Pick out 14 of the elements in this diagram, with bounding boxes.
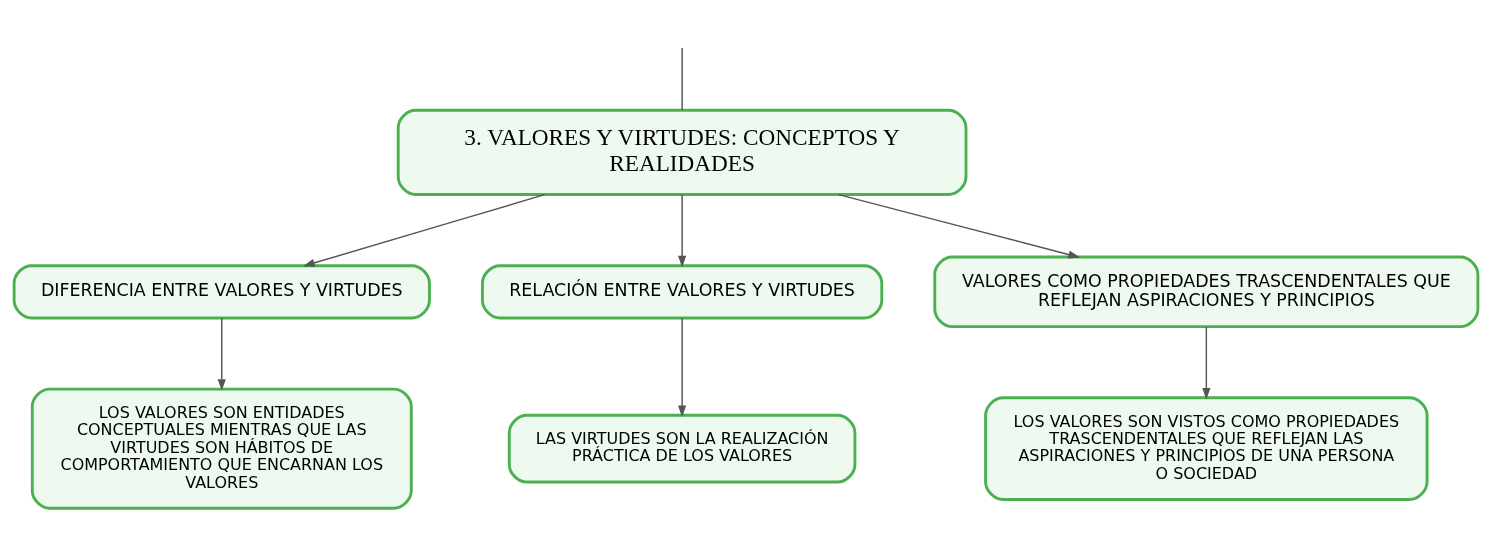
arrow xyxy=(303,193,546,267)
node-box: LOS VALORES SON ENTIDADES CONCEPTUALES MIENTRAS QUE LAS VIRTUDES SON HÁBITOS DE COMPORTAMIENTO QUE ENCARNAN LOS VALORES xyxy=(30,387,413,510)
arrow xyxy=(678,317,687,418)
connector xyxy=(681,47,683,111)
node-box: RELACIÓN ENTRE VALORES Y VIRTUDES xyxy=(481,264,884,320)
arrow xyxy=(217,317,226,391)
node-box: 3. VALORES Y VIRTUDES: CONCEPTOS Y REALIDADES xyxy=(396,108,968,196)
arrow xyxy=(1202,325,1211,400)
node-box: LAS VIRTUDES SON LA REALIZACIÓN PRÁCTICA DE LOS VALORES xyxy=(507,413,857,484)
arrow xyxy=(678,194,687,268)
node-box: LOS VALORES SON VISTOS COMO PROPIEDADES TRASCENDENTALES QUE REFLEJAN LAS ASPIRACIONES Y PRINCIPIOS DE UNA PERSONA O SOCIEDAD xyxy=(984,396,1429,501)
arrow xyxy=(837,193,1080,259)
node-box: VALORES COMO PROPIEDADES TRASCENDENTALES QUE REFLEJAN ASPIRACIONES Y PRINCIPIOS xyxy=(933,255,1480,329)
node-box: DIFERENCIA ENTRE VALORES Y VIRTUDES xyxy=(12,264,431,320)
